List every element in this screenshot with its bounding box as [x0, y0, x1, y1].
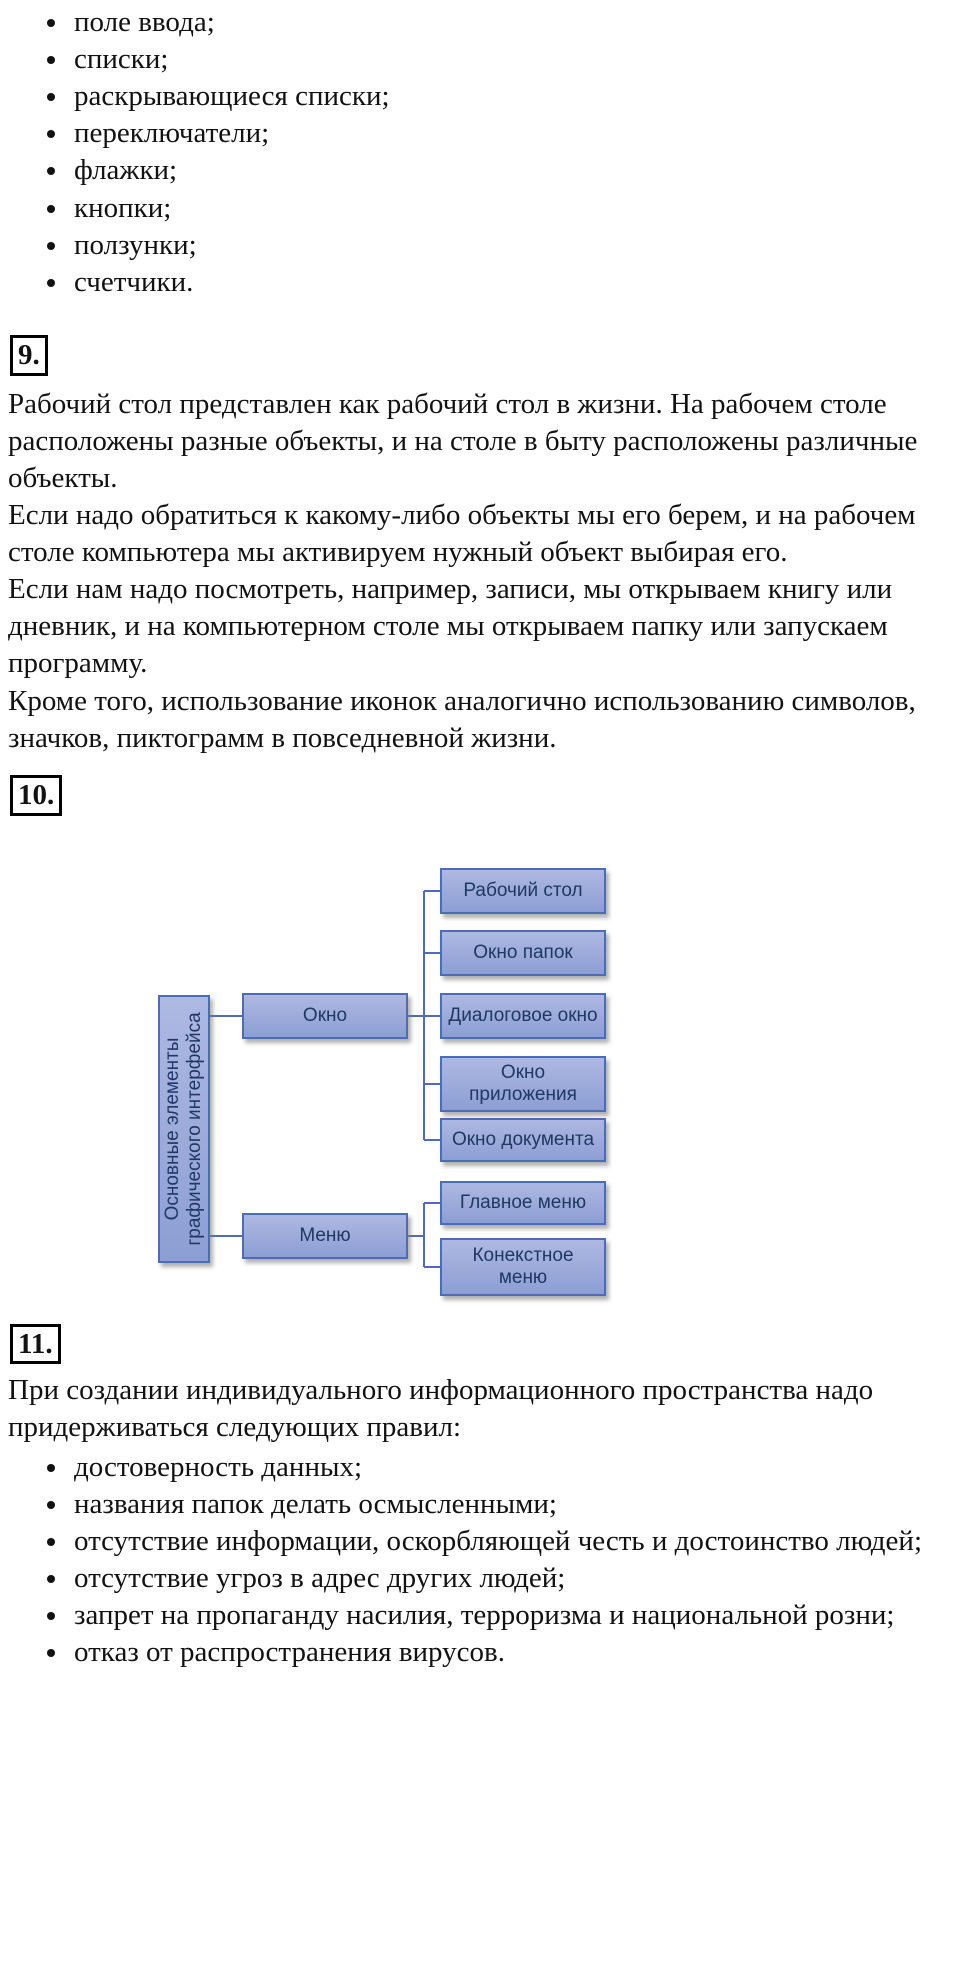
paragraph: Если нам надо посмотреть, например, запи…: [8, 573, 893, 680]
list-item: переключатели;: [70, 115, 952, 152]
list-item: отсутствие информации, оскорбляющей чест…: [70, 1523, 952, 1560]
diagram-box-menu: Меню: [242, 1212, 408, 1259]
list-item: запрет на пропаганду насилия, терроризма…: [70, 1597, 952, 1634]
diagram-box-app-window: Окно приложения: [440, 1055, 606, 1112]
diagram-box-desktop: Рабочий стол: [440, 867, 606, 914]
rules-intro: При создании индивидуального информацион…: [8, 1374, 874, 1444]
diagram-root-label: Основные элементы графического интерфейс…: [162, 1011, 205, 1246]
diagram-box-dialog-window: Диалоговое окно: [440, 992, 606, 1039]
list-item: отказ от распространения вирусов.: [70, 1634, 952, 1671]
list-item: ползунки;: [70, 227, 952, 264]
list-item: флажки;: [70, 152, 952, 189]
diagram-box-context-menu: Конекстное меню: [440, 1237, 606, 1296]
paragraph: Рабочий стол представлен как рабочий сто…: [8, 387, 918, 494]
list-item: поле ввода;: [70, 4, 952, 41]
list-item: названия папок делать осмысленными;: [70, 1486, 952, 1523]
list-item: отсутствие угроз в адрес других людей;: [70, 1560, 952, 1597]
list-item: счетчики.: [70, 264, 952, 301]
list-item: кнопки;: [70, 190, 952, 227]
rules-list: достоверность данных; названия папок дел…: [8, 1449, 952, 1672]
diagram-box-folder-window: Окно папок: [440, 929, 606, 976]
section-number-11: 11.: [10, 1323, 61, 1365]
interface-elements-list: поле ввода; списки; раскрывающиеся списк…: [8, 4, 952, 301]
diagram-box-main-menu: Главное меню: [440, 1180, 606, 1225]
diagram-box-window: Окно: [242, 992, 408, 1039]
diagram-root-box: Основные элементы графического интерфейс…: [158, 994, 210, 1263]
document-page: поле ввода; списки; раскрывающиеся списк…: [0, 0, 960, 1671]
section-number-10: 10.: [10, 774, 63, 816]
list-item: раскрывающиеся списки;: [70, 78, 952, 115]
list-item: списки;: [70, 41, 952, 78]
gui-elements-diagram: Основные элементы графического интерфейс…: [0, 860, 960, 1302]
list-item: достоверность данных;: [70, 1449, 952, 1486]
paragraph: Если надо обратиться к какому-либо объек…: [8, 499, 916, 569]
diagram-connectors: [210, 889, 440, 1268]
diagram-box-document-window: Окно документа: [440, 1117, 606, 1162]
section-number-9: 9.: [10, 334, 48, 376]
paragraph: Кроме того, использование иконок аналоги…: [8, 684, 916, 754]
